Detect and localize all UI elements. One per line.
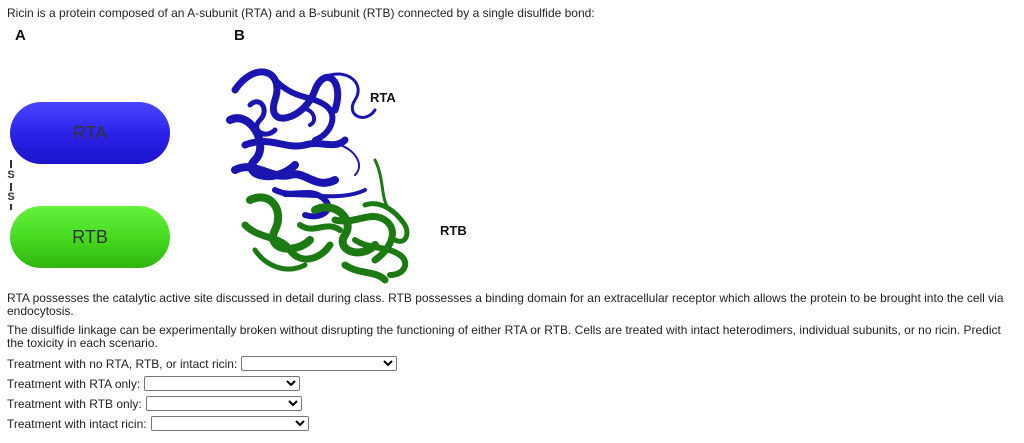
instructions-paragraph: The disulfide linkage can be experimenta… bbox=[7, 323, 1001, 350]
rtb-subunit-pill: RTB bbox=[10, 206, 170, 268]
question-row-rta-only: Treatment with RTA only: bbox=[7, 376, 301, 391]
answer-select-rtb-only[interactable] bbox=[145, 396, 302, 411]
answer-select-intact-ricin[interactable] bbox=[150, 416, 309, 431]
answer-select-no-treatment[interactable] bbox=[241, 356, 398, 371]
rtb-pill-label: RTB bbox=[72, 226, 108, 247]
question-row-rtb-only: Treatment with RTB only: bbox=[7, 396, 302, 411]
intro-text: Ricin is a protein composed of an A-subu… bbox=[7, 6, 595, 20]
answer-select-rta-only[interactable] bbox=[144, 376, 301, 391]
panel-label-a: A bbox=[15, 27, 26, 44]
rtb-ribbon bbox=[241, 158, 410, 284]
rta-subunit-pill: RTA bbox=[10, 102, 170, 164]
rta-pill-label: RTA bbox=[72, 122, 108, 143]
panel-label-b: B bbox=[234, 27, 245, 44]
description-paragraph: RTA possesses the catalytic active site … bbox=[7, 291, 1004, 318]
question-row-intact-ricin: Treatment with intact ricin: bbox=[7, 416, 309, 431]
question-row-no-treatment: Treatment with no RTA, RTB, or intact ri… bbox=[7, 356, 398, 371]
disulfide-line-bottom bbox=[10, 204, 12, 210]
question-label-rta-only: Treatment with RTA only: bbox=[7, 376, 141, 391]
disulfide-sulfur-bottom: S bbox=[7, 191, 15, 203]
question-label-intact-ricin: Treatment with intact ricin: bbox=[7, 416, 147, 431]
rta-ribbon bbox=[226, 68, 377, 220]
disulfide-sulfur-top: S bbox=[7, 169, 15, 181]
disulfide-line-top bbox=[10, 160, 12, 168]
structure-label-rta: RTA bbox=[370, 90, 396, 105]
structure-label-rtb: RTB bbox=[440, 223, 467, 238]
question-label-rtb-only: Treatment with RTB only: bbox=[7, 396, 142, 411]
ricin-structure-image bbox=[226, 68, 410, 284]
question-label-no-treatment: Treatment with no RTA, RTB, or intact ri… bbox=[7, 356, 238, 371]
disulfide-line-middle bbox=[10, 183, 12, 191]
